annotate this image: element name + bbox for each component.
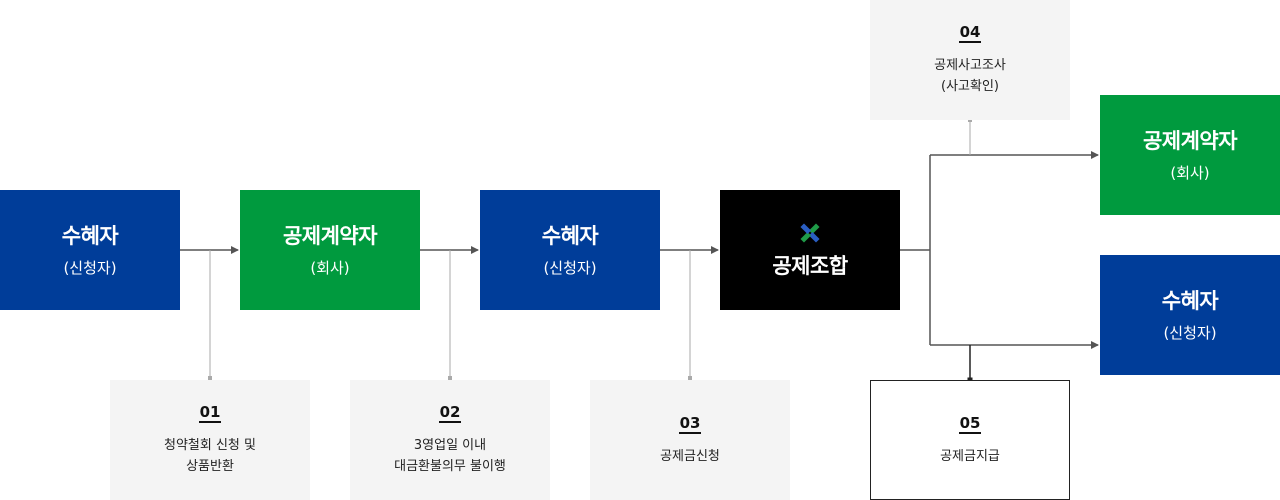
step-text-line: 대금환불의무 불이행 (394, 459, 506, 474)
step-text-line: 상품반환 (186, 459, 234, 474)
step-text: 공제금신청 (660, 446, 720, 467)
box-subtitle: (신청자) (1163, 323, 1217, 342)
step-text: 3영업일 이내 대금환불의무 불이행 (394, 435, 506, 477)
step-01: 01 청약철회 신청 및 상품반환 (110, 380, 310, 500)
step-number: 02 (438, 403, 462, 423)
box-title: 수혜자 (1161, 288, 1219, 313)
box-subtitle: (신청자) (543, 258, 597, 277)
connector-dot-02 (448, 376, 452, 380)
box-subtitle: (회사) (310, 258, 350, 277)
step-text-line: 공제금지급 (940, 448, 1000, 464)
step-text-line: 공제사고조사 (934, 58, 1006, 73)
box-title: 공제계약자 (1142, 128, 1238, 153)
union-logo-icon (800, 223, 820, 243)
step-number: 04 (958, 23, 982, 43)
box-title: 수혜자 (61, 223, 119, 248)
applicant-box-1: 수혜자 (신청자) (0, 190, 180, 310)
step-05: 05 공제금지급 (870, 380, 1070, 500)
union-box: 공제조합 (720, 190, 900, 310)
applicant-box-2: 수혜자 (신청자) (480, 190, 660, 310)
applicant-box-3: 수혜자 (신청자) (1100, 255, 1280, 375)
step-03: 03 공제금신청 (590, 380, 790, 500)
box-subtitle: (회사) (1170, 163, 1210, 182)
connector-dot-03 (688, 376, 692, 380)
box-title: 공제조합 (772, 254, 848, 278)
step-04: 04 공제사고조사 (사고확인) (870, 0, 1070, 120)
step-text-line: (사고확인) (941, 79, 999, 94)
contractor-box-1: 공제계약자 (회사) (240, 190, 420, 310)
step-text: 공제사고조사 (사고확인) (934, 55, 1006, 97)
branch-line (900, 155, 931, 345)
box-title: 수혜자 (541, 223, 599, 248)
connector-dot-04 (968, 118, 972, 122)
contractor-box-2: 공제계약자 (회사) (1100, 95, 1280, 215)
box-title: 공제계약자 (282, 223, 378, 248)
step-number: 03 (678, 413, 702, 434)
step-number: 05 (958, 413, 982, 434)
connector-dot-01 (208, 376, 212, 380)
step-02: 02 3영업일 이내 대금환불의무 불이행 (350, 380, 550, 500)
step-number: 01 (198, 403, 222, 423)
step-text: 청약철회 신청 및 상품반환 (164, 435, 256, 477)
step-text-line: 3영업일 이내 (413, 438, 487, 453)
step-text-line: 공제금신청 (660, 448, 720, 464)
step-text: 공제금지급 (940, 446, 1000, 467)
box-subtitle: (신청자) (63, 258, 117, 277)
step-text-line: 청약철회 신청 및 (164, 438, 256, 453)
